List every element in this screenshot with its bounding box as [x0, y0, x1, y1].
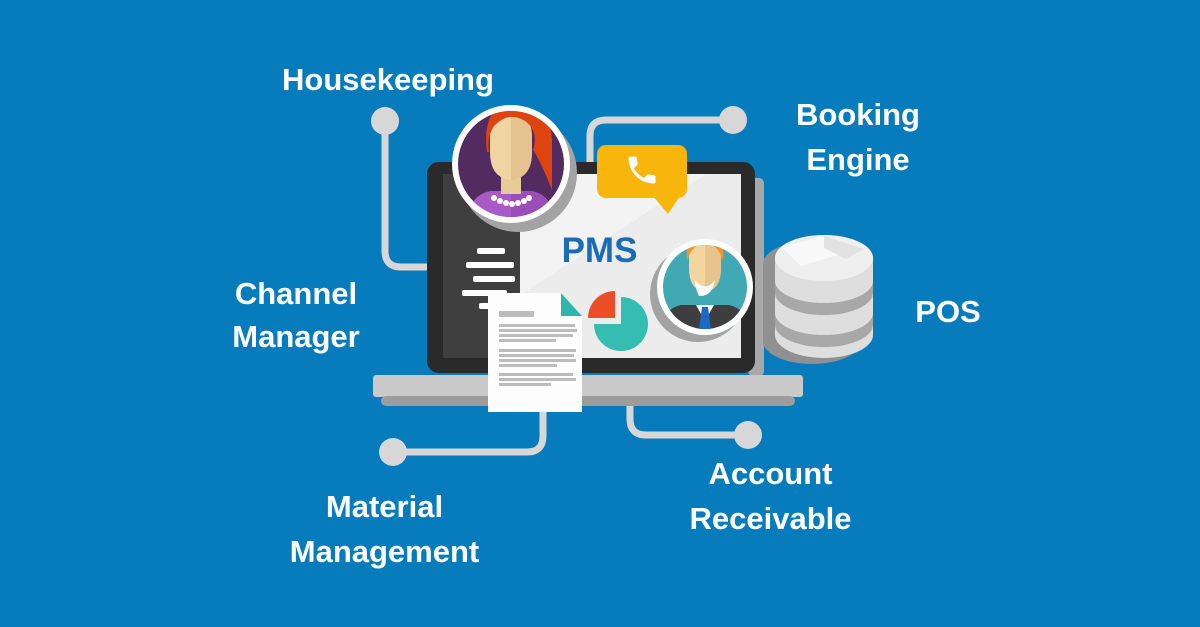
pie-chart-icon: [588, 291, 648, 351]
label-channel-manager: Channel Manager: [232, 276, 360, 354]
label-account-receivable: Account Receivable: [689, 456, 852, 536]
pms-title: PMS: [561, 231, 638, 270]
laptop-base: [373, 375, 803, 397]
smile: [695, 280, 715, 297]
document-page: [488, 293, 582, 412]
connector-dot-icon: [379, 438, 407, 466]
connector-dot-icon: [719, 106, 747, 134]
document-icon: [488, 293, 582, 412]
laptop-base-bottom: [381, 396, 795, 406]
phone-icon: [628, 156, 656, 184]
database-icon: [763, 235, 873, 364]
man-avatar-icon: [650, 239, 753, 342]
document-fold: [561, 293, 582, 316]
connector-material-management: [379, 408, 547, 466]
label-material-management: Material Management: [289, 489, 480, 569]
pie-slice-orange: [588, 291, 615, 318]
label-housekeeping: Housekeeping: [282, 62, 494, 97]
necklace: [491, 195, 532, 207]
label-booking-engine: Booking Engine: [796, 97, 920, 177]
connector-housekeeping: [371, 107, 432, 271]
chat-phone-bubble-icon: [597, 145, 687, 214]
tie: [699, 307, 711, 329]
connector-dot-icon: [734, 421, 762, 449]
document-text-lines-icon: [499, 311, 577, 386]
label-pos: POS: [915, 294, 981, 329]
woman-avatar-icon: [452, 105, 577, 232]
pie-slice-teal: [594, 297, 648, 351]
connector-dot-icon: [371, 107, 399, 135]
hair: [486, 111, 552, 190]
connector-account-receivable: [626, 398, 762, 449]
connector-booking-engine: [586, 106, 747, 172]
